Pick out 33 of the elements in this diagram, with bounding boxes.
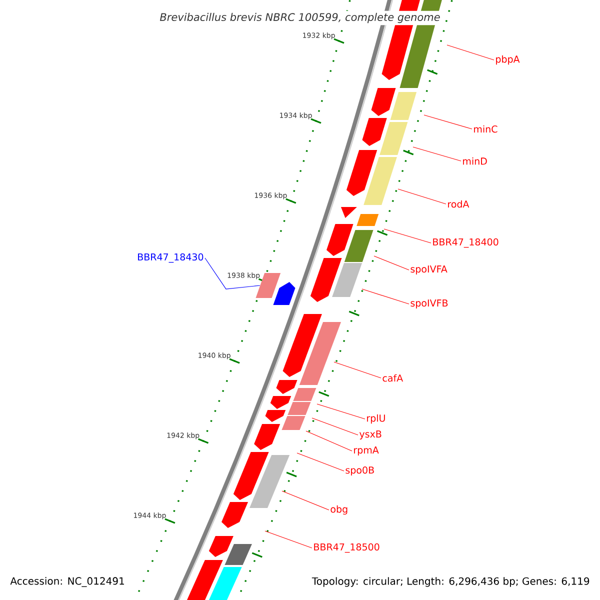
gene-label: BBR47_18430 [138, 253, 204, 263]
leader-line [282, 490, 330, 510]
leader-line [384, 228, 432, 244]
leader-line [312, 418, 358, 436]
leader-line [334, 362, 382, 378]
gene-label: spoIVFB [410, 300, 448, 308]
gene-label: rpmA [354, 446, 379, 456]
gene-label: ysxB [359, 430, 382, 440]
gene-label: BBR47_18500 [314, 543, 380, 553]
accession-label: Accession: NC_012491 [10, 577, 124, 587]
leader-line [374, 256, 410, 270]
leader-line [306, 430, 352, 452]
leader-line [362, 288, 410, 304]
leader-line [264, 530, 312, 548]
leader-line [296, 452, 344, 472]
gene-label: cafA [382, 374, 404, 382]
gene-label: pbpA [496, 55, 520, 65]
leader-line [446, 44, 494, 60]
gene-label: minD [463, 157, 487, 165]
leader-line [204, 258, 260, 290]
gene-label: spo0B [346, 466, 374, 476]
title: Brevibacillus brevis NBRC 100599, complete genome [158, 10, 442, 26]
leader-line [398, 188, 446, 204]
genome-info-label: Topology: circular; Length: 6,296,436 bp; Genes: 6,119 [312, 577, 590, 587]
gene-label: rplU [367, 414, 385, 424]
leader-line [316, 404, 366, 420]
gene-label: rodA [448, 200, 470, 208]
gene-label: spoIVFA [410, 266, 448, 274]
gene-label: obg [330, 505, 348, 515]
leader-line [424, 114, 472, 130]
gene-label: BBR47_18400 [433, 238, 498, 248]
gene-label: minC [474, 125, 498, 133]
leader-line [412, 146, 462, 162]
